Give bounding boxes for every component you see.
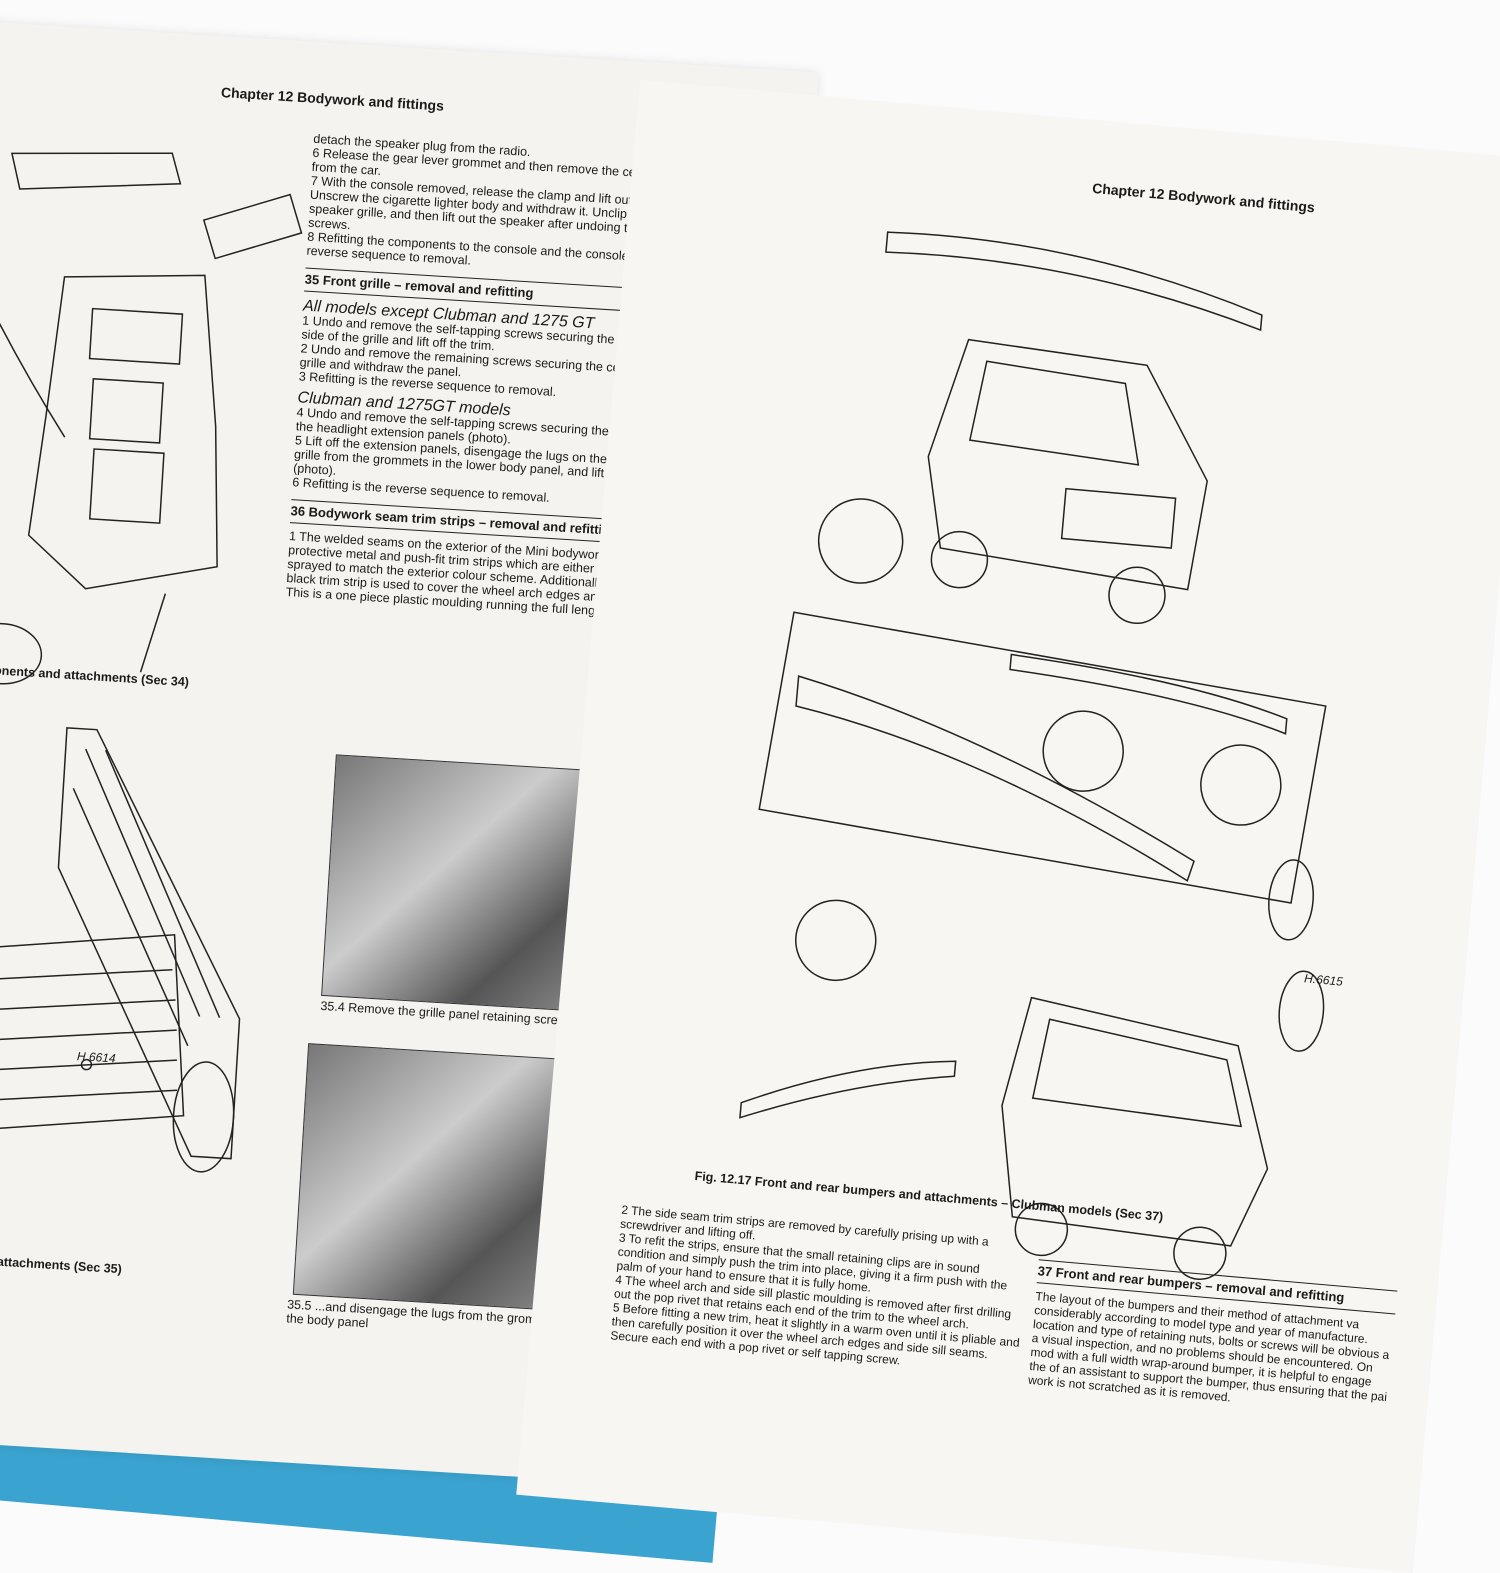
bumpers-exploded-diagram	[739, 231, 1327, 1281]
page-header: Chapter 12 Bodywork and fittings	[220, 84, 445, 114]
text-column: 37 Front and rear bumpers – removal and …	[1028, 1249, 1399, 1418]
console-exploded-diagram	[0, 152, 303, 685]
grille-exploded-diagram	[0, 727, 241, 1173]
left-page: Chapter 12 Bodywork and fittings e compo…	[0, 20, 819, 1490]
text-column: 2 The side seam trim strips are removed …	[610, 1203, 1031, 1378]
figure-ref: H 6614	[76, 1049, 117, 1066]
page-header: Chapter 12 Bodywork and fittings	[1091, 179, 1316, 216]
right-page: Chapter 12 Bodywork and fittings H.6615 …	[516, 80, 1500, 1573]
figure-caption: le panels and attachments (Sec 35)	[0, 1250, 123, 1277]
